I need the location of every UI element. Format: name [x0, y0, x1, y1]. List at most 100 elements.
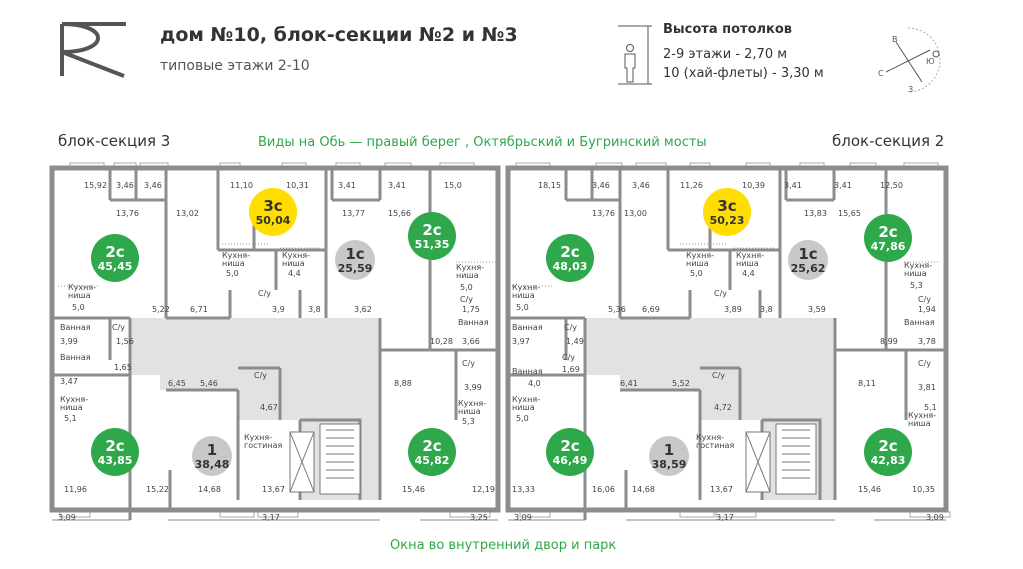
room-label: Кухня- [512, 395, 540, 404]
room-label: Кухня- [512, 283, 540, 292]
apartment-area: 50,23 [710, 214, 745, 227]
room-label: 3,59 [808, 305, 826, 314]
room-label: С/у [258, 289, 271, 298]
room-label: 13,67 [710, 485, 733, 494]
compass-east: Ю [926, 57, 935, 66]
room-label: С/у [254, 371, 267, 380]
compass-icon: В Ю С З [878, 27, 941, 94]
room-label: ниша [222, 259, 245, 268]
room-label: 3,41 [338, 181, 356, 190]
room-label: 3,09 [514, 513, 532, 522]
room-label: 3,41 [834, 181, 852, 190]
room-label: 5,3 [462, 417, 475, 426]
room-label: 11,10 [230, 181, 253, 190]
room-label: 14,68 [198, 485, 221, 494]
apartment-badge-circle[interactable] [335, 240, 375, 280]
apartment-badge-a6[interactable]: 138,48 [192, 436, 232, 476]
room-label: 3,9 [272, 305, 285, 314]
room-label: С/у [460, 295, 473, 304]
apartment-badge-circle[interactable] [91, 428, 139, 476]
apartment-badge-circle[interactable] [864, 428, 912, 476]
ceiling-heading: Высота потолков [663, 22, 793, 37]
room-label: Кухня- [282, 251, 310, 260]
room-label: 3,8 [760, 305, 773, 314]
room-label: 1,69 [562, 365, 580, 374]
room-label: Ванная [512, 323, 543, 332]
apartment-badge-circle[interactable] [192, 436, 232, 476]
apartment-badge-circle[interactable] [864, 214, 912, 262]
room-label: ниша [68, 291, 91, 300]
room-label: 3,46 [592, 181, 610, 190]
room-label: 3,41 [784, 181, 802, 190]
apartment-badge-circle[interactable] [546, 234, 594, 282]
furniture-outlines [58, 243, 940, 287]
apartment-badge-circle[interactable] [788, 240, 828, 280]
ceiling-line-2: 10 (хай-флеты) - 3,30 м [663, 66, 824, 81]
room-label: ниша [512, 291, 535, 300]
apartment-badge-circle[interactable] [408, 212, 456, 260]
room-label: Ванная [458, 318, 489, 327]
apartment-badge-circle[interactable] [546, 428, 594, 476]
views-bottom-caption: Окна во внутренний двор и парк [390, 538, 617, 553]
room-label: 15,66 [388, 209, 411, 218]
apartment-type: 2с [105, 243, 124, 261]
apartment-badge-circle[interactable] [649, 436, 689, 476]
room-label: С/у [714, 289, 727, 298]
room-label: 10,31 [286, 181, 309, 190]
room-label: 5,0 [516, 414, 529, 423]
room-label: 1,94 [918, 305, 936, 314]
room-label: ниша [686, 259, 709, 268]
room-label: 1,49 [566, 337, 584, 346]
apartment-badge-circle[interactable] [249, 188, 297, 236]
inner-walls-left [52, 168, 498, 520]
compass-north: В [892, 35, 898, 44]
apartment-type: 1 [664, 441, 674, 459]
section-3-label: блок-секция 3 [58, 132, 171, 150]
room-label: 15,22 [146, 485, 169, 494]
apartment-badge-circle[interactable] [91, 234, 139, 282]
room-label: С/у [564, 323, 577, 332]
room-label: ниша [512, 403, 535, 412]
room-label: 10,39 [742, 181, 765, 190]
room-label: 15,46 [858, 485, 881, 494]
apartment-badge-circle[interactable] [408, 428, 456, 476]
room-label: 11,26 [680, 181, 703, 190]
room-label: 4,0 [528, 379, 541, 388]
page-title: дом №10, блок-секции №2 и №3 [160, 24, 518, 46]
apartment-area: 48,03 [553, 260, 588, 273]
apartment-area: 25,59 [338, 262, 373, 275]
room-label: 3,62 [354, 305, 372, 314]
apartment-area: 25,62 [791, 262, 826, 275]
room-label: Ванная [60, 353, 91, 362]
apartment-type: 2с [422, 437, 441, 455]
apartment-type: 1с [345, 245, 364, 263]
room-label: 8,99 [880, 337, 898, 346]
room-label: С/у [918, 295, 931, 304]
room-label: 6,69 [642, 305, 660, 314]
room-label: 16,06 [592, 485, 615, 494]
apartment-badge-circle[interactable] [703, 188, 751, 236]
corridors [130, 318, 835, 500]
room-label: С/у [918, 359, 931, 368]
room-label: 10,35 [912, 485, 935, 494]
room-label: 15,46 [402, 485, 425, 494]
apartment-badge-a13[interactable]: 138,59 [649, 436, 689, 476]
room-label: Кухня- [456, 263, 484, 272]
room-label: Кухня- [60, 395, 88, 404]
room-label: 13,76 [592, 209, 615, 218]
room-label: 13,83 [804, 209, 827, 218]
